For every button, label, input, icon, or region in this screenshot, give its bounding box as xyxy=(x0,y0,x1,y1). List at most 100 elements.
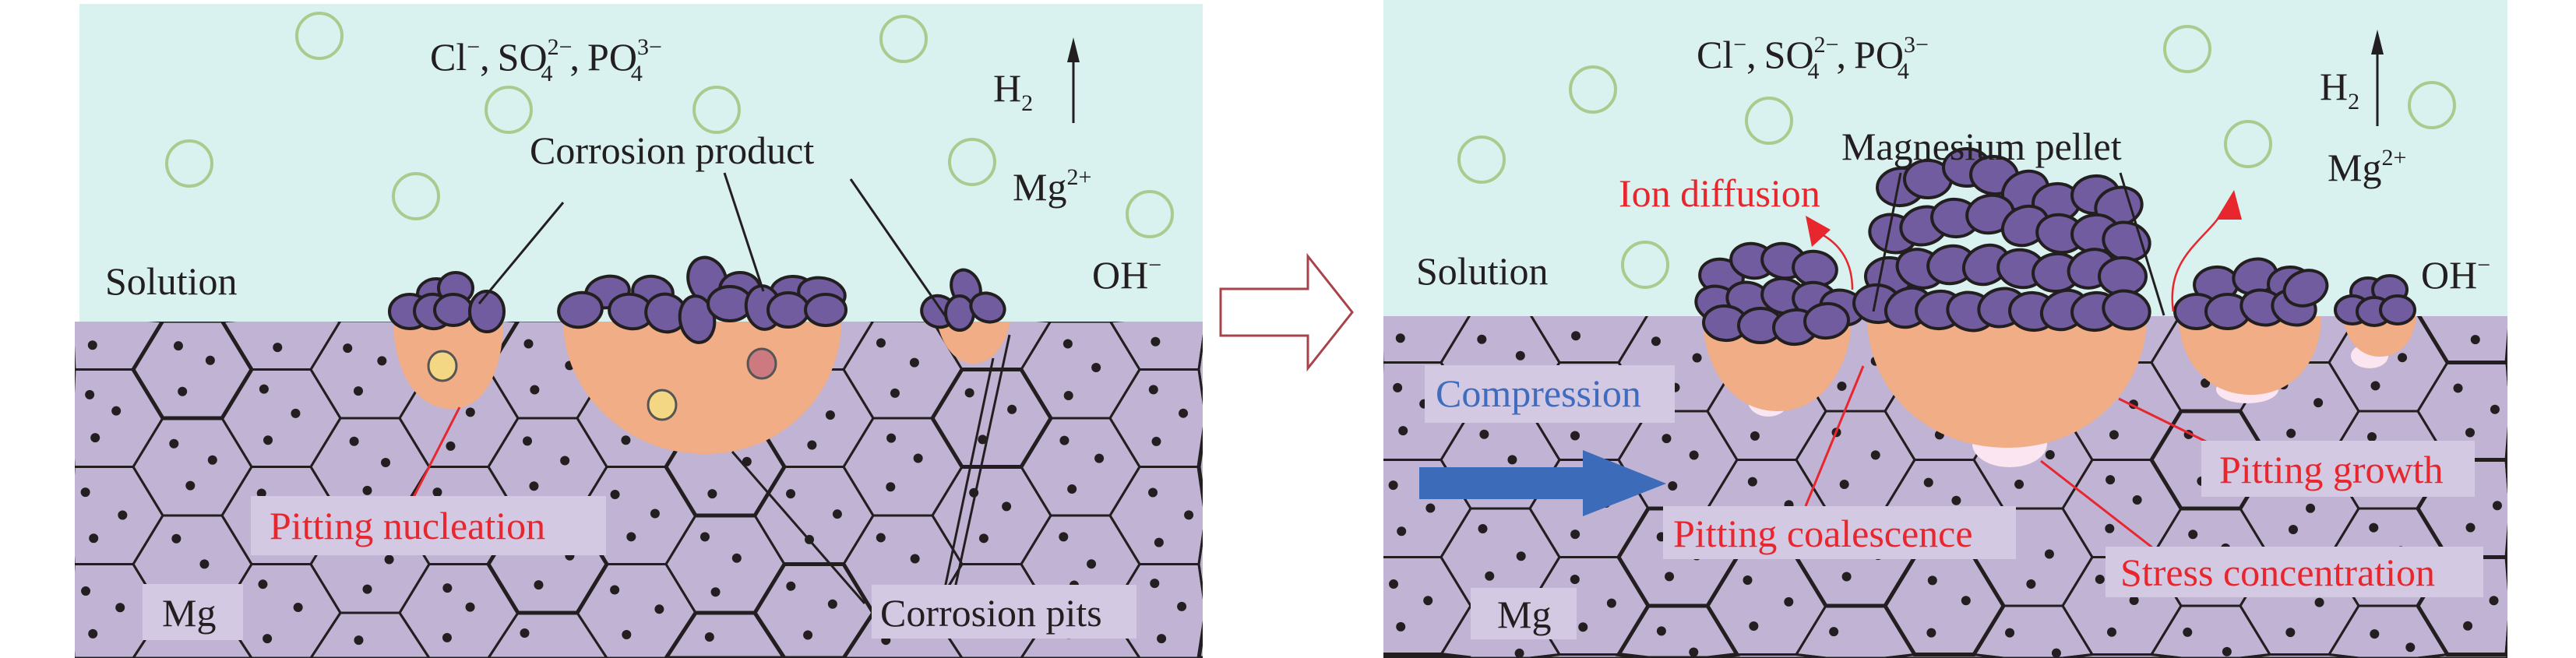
precipitate-dot xyxy=(2044,549,2054,559)
precipitate-dot xyxy=(1002,501,1012,512)
precipitate-dot xyxy=(199,559,210,569)
precipitate-dot xyxy=(2453,383,2463,393)
compression-box xyxy=(1425,365,1675,423)
precipitate-dot xyxy=(205,355,215,365)
precipitate-dot xyxy=(560,456,570,466)
precipitate-dot xyxy=(1829,627,1839,637)
precipitate-dot xyxy=(2463,621,2473,631)
bubble xyxy=(1126,190,1174,238)
precipitate-dot xyxy=(1961,596,1971,606)
grain-boundary xyxy=(1707,653,1827,658)
pitting-growth-box xyxy=(2201,441,2475,497)
precipitate-dot xyxy=(610,490,620,500)
precipitate-dot xyxy=(1571,331,1581,341)
precipitate-dot xyxy=(207,455,217,465)
ion-diffusion-arrow xyxy=(1820,232,1854,290)
pitting-nucleation-label: Pitting nucleation xyxy=(270,504,545,547)
precipitate-dot xyxy=(2095,574,2105,584)
precipitate-dot xyxy=(1749,621,1759,631)
precipitate-dot xyxy=(2405,642,2416,653)
precipitate-dot xyxy=(1578,622,1588,632)
precipitate-dot xyxy=(362,584,372,594)
precipitate-dot xyxy=(432,487,442,498)
precipitate-dot xyxy=(1059,532,1069,542)
ion-diffusion-arrow xyxy=(2171,209,2225,312)
precipitate-dot xyxy=(2201,378,2211,388)
precipitate-dot xyxy=(807,440,817,450)
precipitate-dot xyxy=(2106,475,2116,485)
precipitate-dot xyxy=(876,338,886,348)
h2-label: H2 xyxy=(993,66,1033,116)
mg-ion-label: Mg2+ xyxy=(2328,145,2406,189)
precipitate-dot xyxy=(256,488,266,498)
precipitate-dot xyxy=(2129,595,2139,605)
grain-boundary xyxy=(2062,653,2182,658)
precipitate-dot xyxy=(2369,523,2379,533)
pitting-nucleation-box xyxy=(251,496,606,555)
precipitate-dot xyxy=(1839,480,1849,490)
precipitate-dot xyxy=(1927,575,1937,586)
pellet xyxy=(468,290,506,333)
precipitate-dot xyxy=(111,406,122,416)
leader-lines xyxy=(1872,172,2165,316)
corrosion-product-pellets xyxy=(388,255,1006,344)
precipitate-dot xyxy=(704,632,714,642)
grain-boundary xyxy=(1380,313,1382,314)
grain-boundary xyxy=(309,611,431,658)
precipitate-dot xyxy=(827,599,837,609)
pellet xyxy=(804,293,848,327)
precipitate-dot xyxy=(1007,404,1017,414)
precipitate-dot xyxy=(913,453,923,463)
precipitate-dot xyxy=(1177,601,1187,611)
pellet xyxy=(433,293,474,327)
leader-line xyxy=(1872,172,1902,312)
grain-boundary xyxy=(75,650,76,658)
precipitate-dot xyxy=(2489,596,2499,606)
precipitate-dot xyxy=(1396,621,1406,632)
grain-boundary xyxy=(75,556,76,572)
mg-label-box xyxy=(1471,588,1577,639)
leader-line xyxy=(477,202,565,304)
precipitate-dot xyxy=(465,602,475,612)
pellet xyxy=(1803,301,1850,340)
leader-line xyxy=(2119,172,2165,316)
yellow-particle xyxy=(647,389,678,421)
precipitate-dot xyxy=(2285,628,2296,638)
grain-boundary xyxy=(75,459,76,475)
precipitate-dot xyxy=(910,554,920,564)
precipitate-dot xyxy=(115,603,125,613)
precipitate-dot xyxy=(1870,450,1880,460)
mg-label-box xyxy=(143,584,243,640)
precipitate-dot xyxy=(1477,334,1487,344)
bubble xyxy=(392,172,440,220)
precipitate-dot xyxy=(185,480,196,491)
hydrogen-bubbles xyxy=(1457,25,2456,289)
precipitate-dot xyxy=(2288,524,2298,534)
precipitate-dot xyxy=(1062,339,1073,349)
solution-region xyxy=(79,4,1203,322)
bubble xyxy=(2163,25,2211,73)
precipitate-dot xyxy=(1184,510,1194,520)
precipitate-dot xyxy=(446,441,456,451)
precipitate-dot xyxy=(465,407,475,417)
pink-particle xyxy=(746,347,777,380)
precipitate-dot xyxy=(1478,524,1488,534)
precipitate-dot xyxy=(2222,646,2232,656)
precipitate-dot xyxy=(353,386,363,396)
precipitate-dot xyxy=(1689,647,1699,657)
precipitate-dot xyxy=(1397,526,1407,537)
grain-boundary xyxy=(1196,620,1203,658)
precipitate-dot xyxy=(1570,431,1580,441)
precipitate-dot xyxy=(534,580,544,590)
precipitate-dot xyxy=(2026,579,2036,589)
precipitate-dot xyxy=(2005,628,2015,638)
corrosion-product-label: Corrosion product xyxy=(530,128,814,172)
precipitate-dot xyxy=(258,579,268,589)
precipitate-dot xyxy=(171,533,181,544)
anion-list: Cl−,SO2−4,PO3−4 xyxy=(1697,32,1929,84)
precipitate-dot xyxy=(1150,579,1160,589)
precipitate-dot xyxy=(169,438,179,449)
precipitate-dot xyxy=(1389,579,1399,589)
precipitate-dot xyxy=(1743,575,1753,586)
leader-line xyxy=(723,172,765,292)
